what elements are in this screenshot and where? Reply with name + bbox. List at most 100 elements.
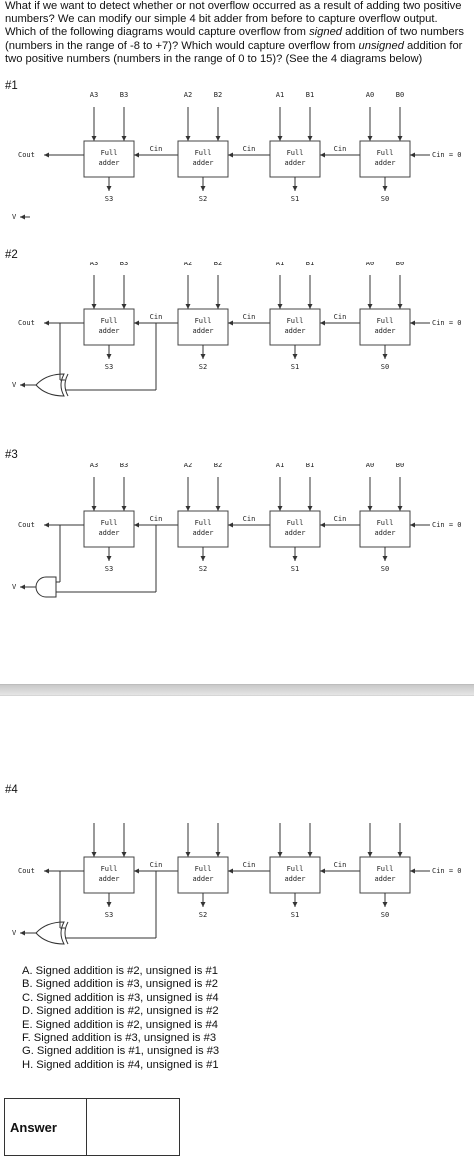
full-adder-label: Full <box>287 519 304 527</box>
input-label-b: B2 <box>214 262 222 267</box>
full-adder-label: Full <box>195 519 212 527</box>
full-adder-label: Full <box>195 865 212 873</box>
full-adder-label: Full <box>377 317 394 325</box>
arrowhead <box>307 136 313 141</box>
sum-label: S2 <box>199 565 207 573</box>
sum-label: S1 <box>291 195 299 203</box>
arrowhead <box>367 304 373 309</box>
arrowhead <box>367 506 373 511</box>
sum-label: S1 <box>291 565 299 573</box>
sum-label: S2 <box>199 911 207 919</box>
arrowhead <box>397 136 403 141</box>
full-adder-label: adder <box>374 529 395 537</box>
arrowhead <box>44 152 49 158</box>
cin-zero-label: Cin = 0 <box>432 319 462 327</box>
arrowhead <box>228 152 233 158</box>
arrowhead <box>44 522 49 528</box>
arrowhead <box>307 304 313 309</box>
arrowhead <box>44 320 49 326</box>
arrowhead <box>91 304 97 309</box>
answer-box: Answer <box>4 1098 180 1156</box>
input-label-a: A1 <box>276 92 284 99</box>
full-adder-box <box>269 140 321 178</box>
option-c: C. Signed addition is #3, unsigned is #4 <box>22 991 219 1004</box>
option-e: E. Signed addition is #2, unsigned is #4 <box>22 1018 218 1031</box>
arrowhead <box>277 506 283 511</box>
arrowhead <box>397 852 403 857</box>
option-b: B. Signed addition is #3, unsigned is #2 <box>22 978 218 991</box>
sum-label: S3 <box>105 363 113 371</box>
diagram-4: A3B3FulladderS3CinA2B2FulladderS2CinA1B1… <box>12 823 462 945</box>
full-adder-label: Full <box>287 317 304 325</box>
full-adder-box <box>83 140 135 178</box>
arrowhead <box>121 852 127 857</box>
arrowhead <box>20 382 25 388</box>
sum-label: S0 <box>381 565 389 573</box>
input-label-b: B0 <box>396 463 404 469</box>
full-adder-box <box>177 308 229 346</box>
input-label-b: B3 <box>120 262 128 267</box>
carry-label: Cin <box>334 145 347 153</box>
input-label-b: B1 <box>306 92 314 99</box>
carry-label: Cin <box>334 313 347 321</box>
input-label-a: A1 <box>276 463 284 469</box>
arrowhead <box>200 186 206 191</box>
question-part3: addition for two positive numbers (numbe… <box>5 39 463 65</box>
arrowhead <box>200 354 206 359</box>
full-adder-label: Full <box>377 865 394 873</box>
carry-label: Cin <box>150 313 163 321</box>
arrowhead <box>215 506 221 511</box>
xor-gate-curve <box>64 921 69 945</box>
arrowhead <box>320 522 325 528</box>
full-adder-label: Full <box>101 149 118 157</box>
full-adder-label: Full <box>377 519 394 527</box>
arrowhead <box>134 320 139 326</box>
input-label-a: A0 <box>366 463 374 469</box>
carry-label: Cin <box>334 515 347 523</box>
full-adder-box <box>359 140 411 178</box>
arrowhead <box>382 354 388 359</box>
full-adder-box <box>269 308 321 346</box>
sum-label: S3 <box>105 565 113 573</box>
diagram-label: #1 <box>5 80 18 92</box>
option-g: G. Signed addition is #1, unsigned is #3 <box>22 1045 220 1058</box>
arrowhead <box>410 522 415 528</box>
answer-label: Answer <box>5 1099 87 1155</box>
input-label-a: A3 <box>90 463 98 469</box>
arrowhead <box>410 152 415 158</box>
full-adder-box <box>83 308 135 346</box>
option-a: A. Signed addition is #2, unsigned is #1 <box>22 965 218 977</box>
full-adder-label: Full <box>101 519 118 527</box>
cout-label: Cout <box>18 151 35 159</box>
arrowhead <box>292 902 298 907</box>
cout-label: Cout <box>18 867 35 875</box>
question-text: What if we want to detect whether or not… <box>5 0 471 66</box>
arrowhead <box>91 506 97 511</box>
arrowhead <box>44 868 49 874</box>
input-label-a: A2 <box>184 262 192 267</box>
v-label: V <box>12 213 17 221</box>
carry-label: Cin <box>150 145 163 153</box>
arrowhead <box>382 186 388 191</box>
full-adder-box <box>83 510 135 548</box>
full-adder-box <box>359 308 411 346</box>
arrowhead <box>215 304 221 309</box>
full-adder-label: adder <box>98 529 119 537</box>
input-label-b: B1 <box>306 463 314 469</box>
arrowhead <box>215 852 221 857</box>
carry-label: Cin <box>334 861 347 869</box>
answer-field[interactable] <box>87 1099 179 1155</box>
arrowhead <box>277 136 283 141</box>
full-adder-box <box>177 510 229 548</box>
input-label-a: A2 <box>184 463 192 469</box>
full-adder-label: Full <box>101 317 118 325</box>
arrowhead <box>382 556 388 561</box>
sum-label: S0 <box>381 363 389 371</box>
cout-label: Cout <box>18 319 35 327</box>
full-adder-label: Full <box>101 865 118 873</box>
arrowhead <box>367 852 373 857</box>
and-gate <box>35 576 57 598</box>
full-adder-label: adder <box>98 327 119 335</box>
